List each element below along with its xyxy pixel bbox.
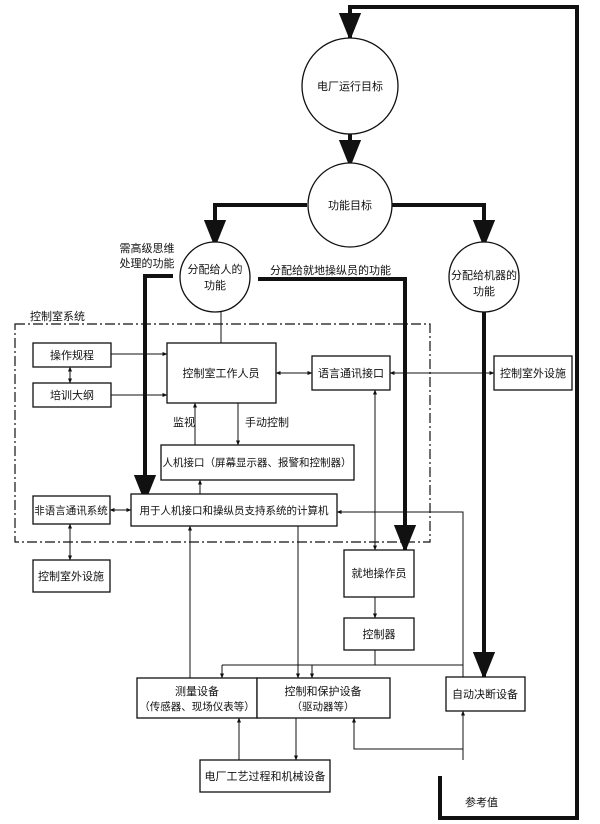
nonverbal-comm-text: 非语言通讯系统 xyxy=(34,504,108,517)
training-outline-box xyxy=(32,382,112,408)
measurement-text-1: 测量设备 xyxy=(175,684,219,698)
allocate-machine-text-1: 分配给机器的 xyxy=(451,268,517,282)
function-goal-text: 功能目标 xyxy=(328,198,372,212)
outside-facility-bottom-box xyxy=(32,559,111,593)
to-machine-arrow xyxy=(392,203,496,248)
human-to-local-operator-arrow xyxy=(258,277,417,553)
plant-goal-text: 电厂运行目标 xyxy=(317,79,383,93)
hmi-text: 人机接口（屏幕显示器、报警和控制器） xyxy=(163,456,352,469)
local-operator-text: 就地操作员 xyxy=(352,566,407,580)
operating-procedures-text: 操作规程 xyxy=(50,348,94,362)
allocate-machine-node xyxy=(448,241,520,313)
hmi-box xyxy=(160,444,355,481)
to-human-arrow xyxy=(203,203,307,248)
control-room-system-label: 控制室系统 xyxy=(30,309,85,323)
auto-trip-text: 自动决断设备 xyxy=(452,687,518,701)
voice-comm-interface-box xyxy=(311,355,391,391)
allocate-human-text-1: 分配给人的 xyxy=(188,262,243,276)
nonverbal-comm-box xyxy=(32,495,111,525)
outside-facility-right-box xyxy=(493,355,573,391)
computer-text: 用于人机接口和操纵员支持系统的计算机 xyxy=(140,504,329,517)
plant-goal-node xyxy=(301,37,399,135)
plant-process-text: 电厂工艺过程和机械设备 xyxy=(205,769,326,783)
human-to-computer-arrow xyxy=(133,274,173,503)
auto-trip-to-computer-arrow xyxy=(336,510,464,677)
higher-thinking-label-2: 处理的功能 xyxy=(120,256,175,270)
auto-trip-box xyxy=(445,676,526,712)
computer-box xyxy=(130,493,338,527)
control-protection-text-2: （驱动器等） xyxy=(292,700,355,713)
operating-procedures-box xyxy=(32,342,112,368)
reference-value-label: 参考值 xyxy=(465,795,498,809)
control-room-staff-text: 控制室工作人员 xyxy=(183,366,260,380)
voice-comm-interface-text: 语言通讯接口 xyxy=(318,367,384,380)
training-outline-text: 培训大纲 xyxy=(50,388,94,402)
manual-control-label: 手动控制 xyxy=(245,415,289,429)
controller-text: 控制器 xyxy=(363,627,396,641)
higher-thinking-label-1: 需高级思维 xyxy=(120,241,175,255)
control-protection-box xyxy=(256,677,391,719)
measurement-text-2: （传感器、现场仪表等） xyxy=(139,700,255,713)
feedback-loop-arrow xyxy=(338,5,579,820)
controller-box xyxy=(343,617,415,651)
plant-process-box xyxy=(199,759,331,793)
monitor-label: 监视 xyxy=(173,415,195,429)
control-protection-text-1: 控制和保护设备 xyxy=(285,684,362,698)
function-goal-node xyxy=(307,162,393,248)
control-room-staff-box xyxy=(166,342,277,404)
local-operator-function-label: 分配给就地操纵员的功能 xyxy=(270,263,391,277)
auto-trip-to-control-arrow xyxy=(352,717,463,750)
outside-facility-bottom-text: 控制室外设施 xyxy=(38,569,104,583)
control-room-boundary xyxy=(14,323,431,543)
outside-facility-right-text: 控制室外设施 xyxy=(500,366,566,380)
local-operator-box xyxy=(343,549,415,598)
allocate-human-node xyxy=(179,241,251,313)
measurement-box xyxy=(136,677,258,719)
allocate-human-text-2: 功能 xyxy=(204,278,226,292)
allocate-machine-text-2: 功能 xyxy=(473,284,495,298)
